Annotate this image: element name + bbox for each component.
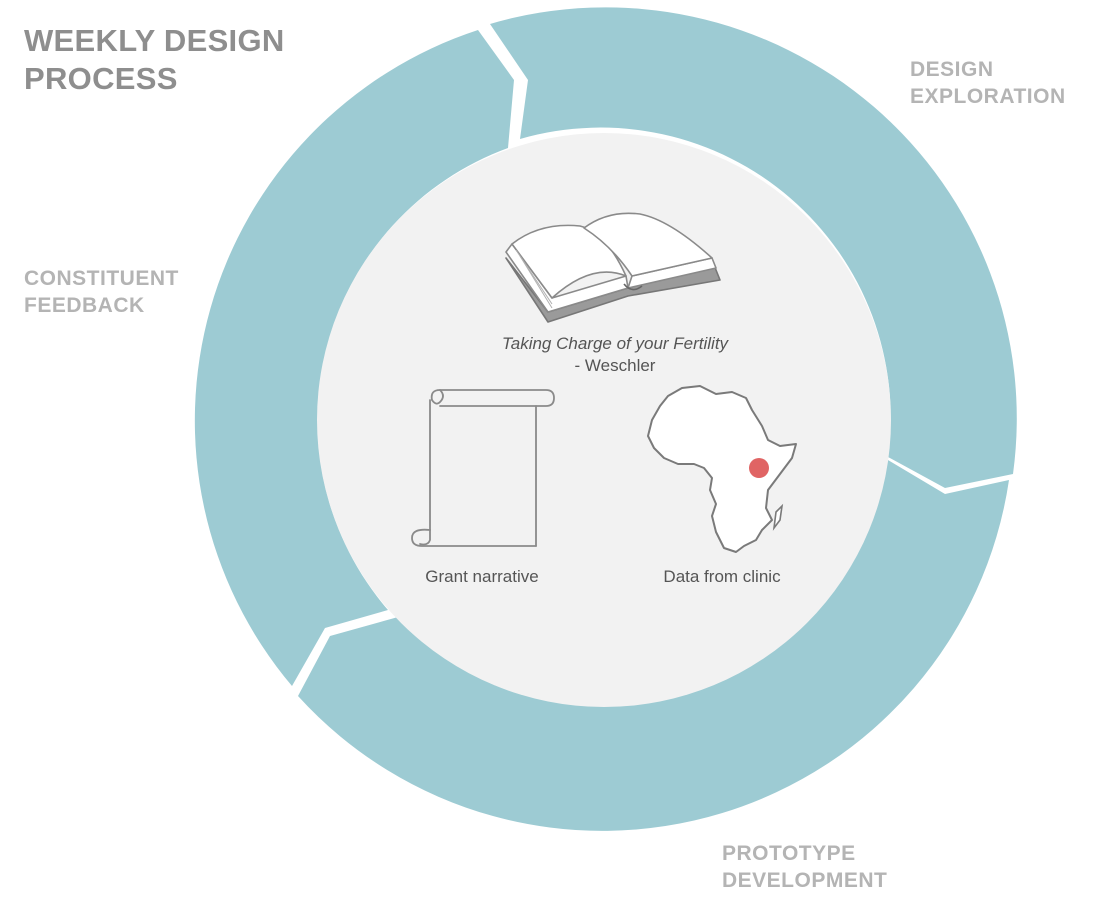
page-title: WEEKLY DESIGN PROCESS xyxy=(24,22,344,98)
page-title-line-2: PROCESS xyxy=(24,61,178,96)
stage-label-line: FEEDBACK xyxy=(24,294,145,317)
stage-label-design-exploration: DESIGN EXPLORATION xyxy=(910,56,1066,110)
book-title: Taking Charge of your Fertility xyxy=(501,334,729,353)
africa-map-icon xyxy=(647,385,797,553)
stage-label-line: DEVELOPMENT xyxy=(722,869,888,892)
location-marker-icon xyxy=(749,458,769,478)
clinic-data-caption: Data from clinic xyxy=(663,567,781,586)
stage-label-line: CONSTITUENT xyxy=(24,267,179,290)
stage-label-line: DESIGN xyxy=(910,58,994,81)
ring-segment-design-exploration xyxy=(490,7,1017,489)
book-author: - Weschler xyxy=(574,356,656,375)
stage-label-prototype-development: PROTOTYPE DEVELOPMENT xyxy=(722,840,887,894)
stage-label-constituent-feedback: CONSTITUENT FEEDBACK xyxy=(24,265,179,319)
page-title-line-1: WEEKLY DESIGN xyxy=(24,23,285,58)
book-caption: Taking Charge of your Fertility - Weschl… xyxy=(470,333,760,377)
center-circle xyxy=(317,133,891,707)
grant-narrative-caption: Grant narrative xyxy=(425,567,539,586)
ring-segment-prototype-development xyxy=(298,460,1009,831)
cycle-ring xyxy=(194,7,1017,831)
stage-label-line: PROTOTYPE xyxy=(722,842,856,865)
stage-label-line: EXPLORATION xyxy=(910,85,1066,108)
ring-segment-constituent-feedback xyxy=(194,30,514,686)
scroll-icon xyxy=(411,389,555,547)
book-icon xyxy=(505,212,721,323)
